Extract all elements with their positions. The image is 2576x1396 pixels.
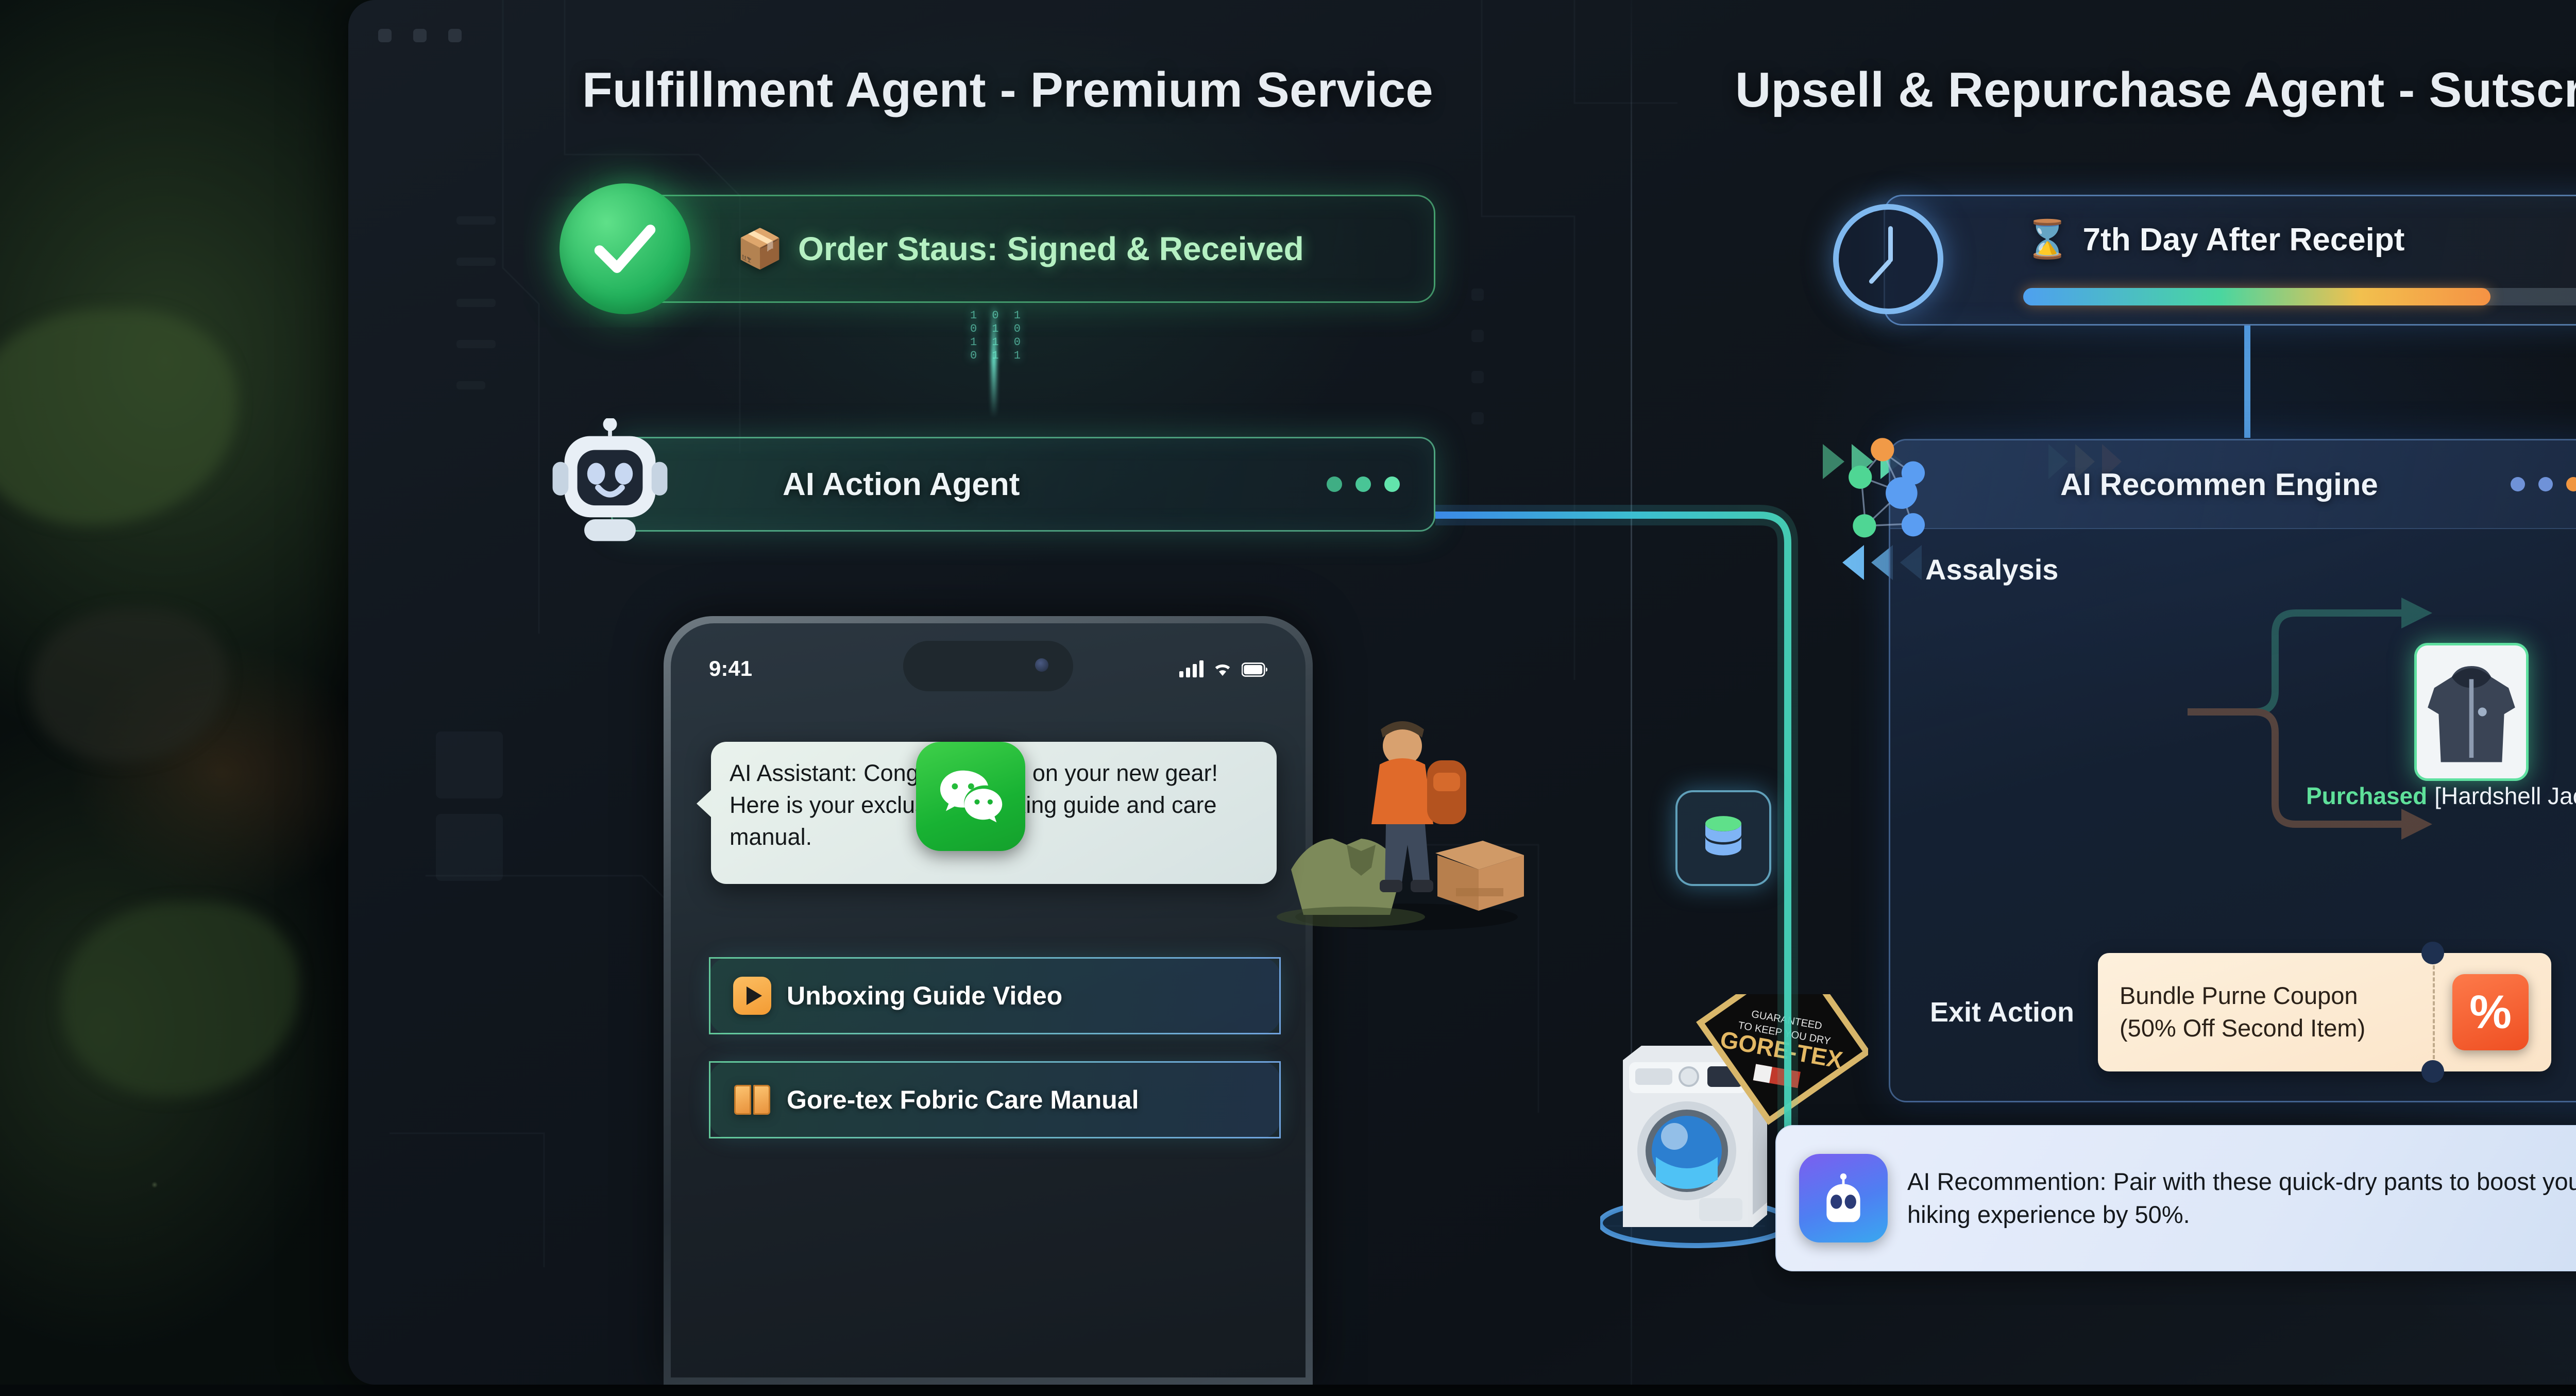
timer-progress-track (2023, 288, 2576, 305)
engine-title: AI Recommen Engine (2060, 467, 2378, 502)
purchased-product-label: Purchased [Hardshell Jacket] (2306, 782, 2576, 810)
purchased-name: [Hardshell Jacket] (2434, 782, 2576, 810)
agent-status-dots (1327, 476, 1400, 492)
data-stream-glow (991, 304, 996, 417)
database-icon (1675, 790, 1771, 886)
exit-action-row: Exit Action Bundle Purne Coupon (50% Off… (1894, 938, 2576, 1087)
percent-icon: % (2452, 974, 2529, 1050)
timer-label: 7th Day After Receipt (2083, 222, 2405, 258)
order-status-text: Order Staus: Signed & Received (798, 230, 1304, 268)
unboxing-guide-video-button[interactable]: Unboxing Guide Video (709, 957, 1281, 1034)
robot-avatar-icon (550, 418, 670, 545)
neural-network-icon (1846, 433, 1963, 549)
exit-action-label: Exit Action (1930, 996, 2074, 1028)
ai-action-agent-card[interactable]: AI Action Agent (611, 437, 1435, 532)
package-icon: 📦 (736, 230, 784, 268)
coupon-title: Bundle Purne Coupon (2120, 980, 2407, 1012)
unboxing-guide-video-label: Unboxing Guide Video (787, 981, 1062, 1011)
timer-card: ⌛ 7th Day After Receipt (1884, 195, 2576, 326)
ai-recommendation-bar: AI Recommention: Pair with these quick-d… (1775, 1125, 2576, 1271)
recommendation-text: AI Recommention: Pair with these quick-d… (1907, 1165, 2576, 1231)
battery-icon (1242, 662, 1267, 677)
coupon-subtitle: (50% Off Second Item) (2120, 1012, 2407, 1045)
signal-bars-icon (1179, 660, 1204, 677)
window-dots (378, 29, 462, 42)
analysis-label: Assalysis (1925, 553, 2058, 586)
book-icon (733, 1081, 771, 1119)
phone-status-bar: 9:41 (671, 653, 1306, 684)
left-panel-title: Fulfillment Agent - Premium Service (582, 62, 1433, 118)
right-panel-title: Upsell & Repurchase Agent - Sutscription… (1735, 62, 2576, 118)
timer-progress-fill (2023, 288, 2490, 305)
wifi-icon (1212, 660, 1233, 677)
hiker-unboxing-illustration (1270, 715, 1528, 931)
care-manual-label: Gore-tex Fobric Care Manual (787, 1085, 1139, 1115)
main-panel: Fulfillment Agent - Premium Service Upse… (348, 0, 2576, 1385)
ai-robot-icon (1799, 1154, 1888, 1242)
hardshell-jacket-thumb (2414, 643, 2529, 781)
clock-icon (1833, 204, 1943, 314)
hourglass-icon: ⌛ (2024, 221, 2071, 258)
care-manual-button[interactable]: Gore-tex Fobric Care Manual (709, 1061, 1281, 1138)
engine-header: AI Recommen Engine (1890, 440, 2576, 529)
bundle-coupon[interactable]: Bundle Purne Coupon (50% Off Second Item… (2098, 953, 2551, 1071)
wechat-icon (916, 742, 1025, 851)
order-status-badge: 📦 Order Staus: Signed & Received (611, 195, 1435, 303)
check-circle-icon (560, 183, 690, 314)
purchased-badge: Purchased (2306, 782, 2427, 810)
ai-action-agent-label: AI Action Agent (783, 466, 1020, 503)
coupon-text: Bundle Purne Coupon (50% Off Second Item… (2098, 980, 2407, 1045)
status-bar-time: 9:41 (709, 656, 752, 681)
coupon-perforation (2433, 965, 2435, 1059)
engine-status-dots (2511, 477, 2576, 491)
play-icon (733, 977, 771, 1015)
